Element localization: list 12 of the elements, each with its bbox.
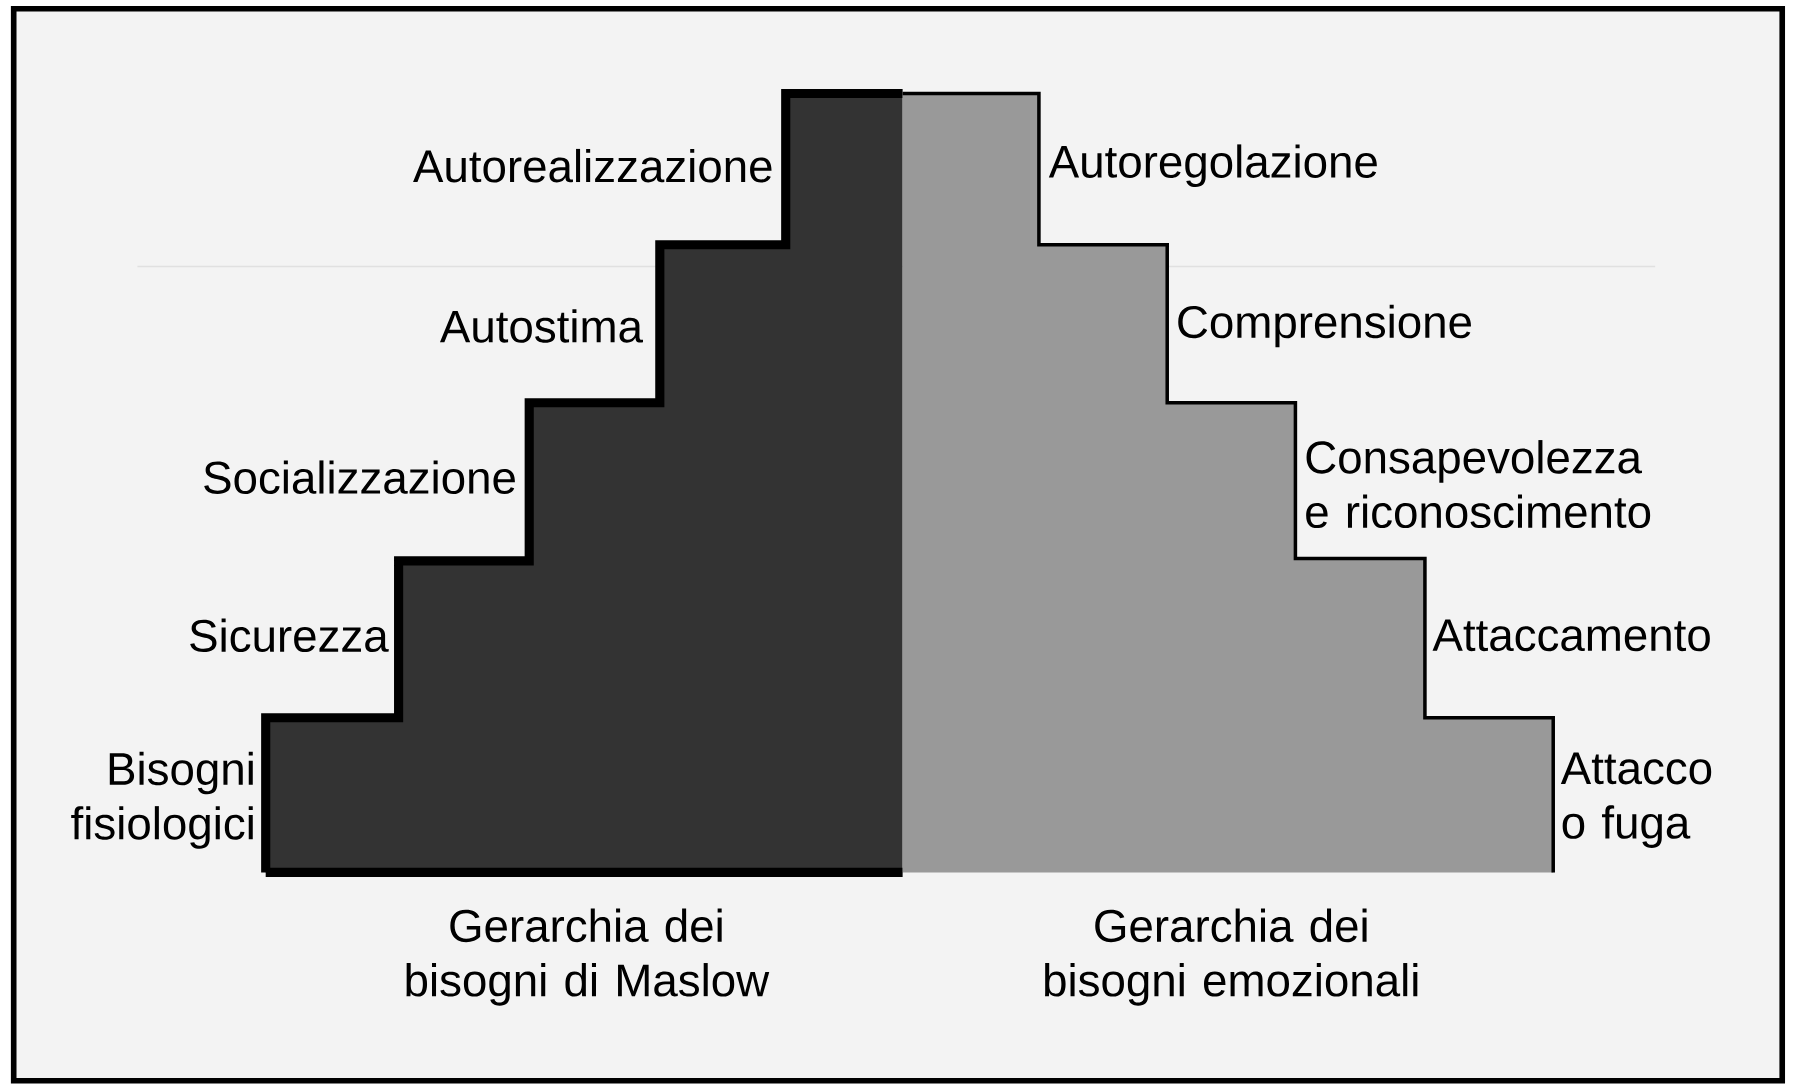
- step-label: Sicurezza: [190, 618, 389, 653]
- node-label: Gerarchia dei bisogni emozionali: [1045, 908, 1418, 1006]
- step-label: Autorealizzazione: [413, 148, 772, 183]
- step-label: Attaccamento: [1432, 619, 1710, 652]
- node-label: Gerarchia dei bisogni di Maslow: [406, 908, 770, 1006]
- step-label: Autostima: [439, 309, 643, 343]
- step-label: Bisogni fisiologici: [71, 751, 253, 849]
- step-label: Comprensione: [1178, 304, 1471, 348]
- step-label: Consapevolezza e riconoscimento: [1306, 440, 1651, 529]
- step-label: Attacco o fuga: [1560, 752, 1712, 848]
- step-label: Socializzazione: [204, 460, 515, 494]
- step-label: Autoregolazione: [1048, 144, 1377, 187]
